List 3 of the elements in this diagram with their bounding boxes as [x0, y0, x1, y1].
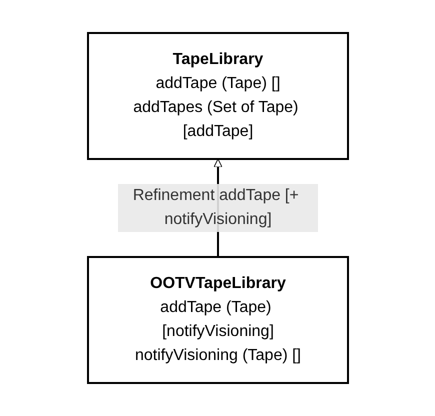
node-box: TapeLibrary addTape (Tape) [] addTapes (Set of Tape) [addTape]	[86, 32, 348, 160]
edge-label: Refinement addTape [+ notifyVisioning]	[132, 187, 298, 228]
node-box: OOTVTapeLibrary addTape (Tape) [notifyVisioning] notifyVisioning (Tape) []	[86, 256, 348, 384]
